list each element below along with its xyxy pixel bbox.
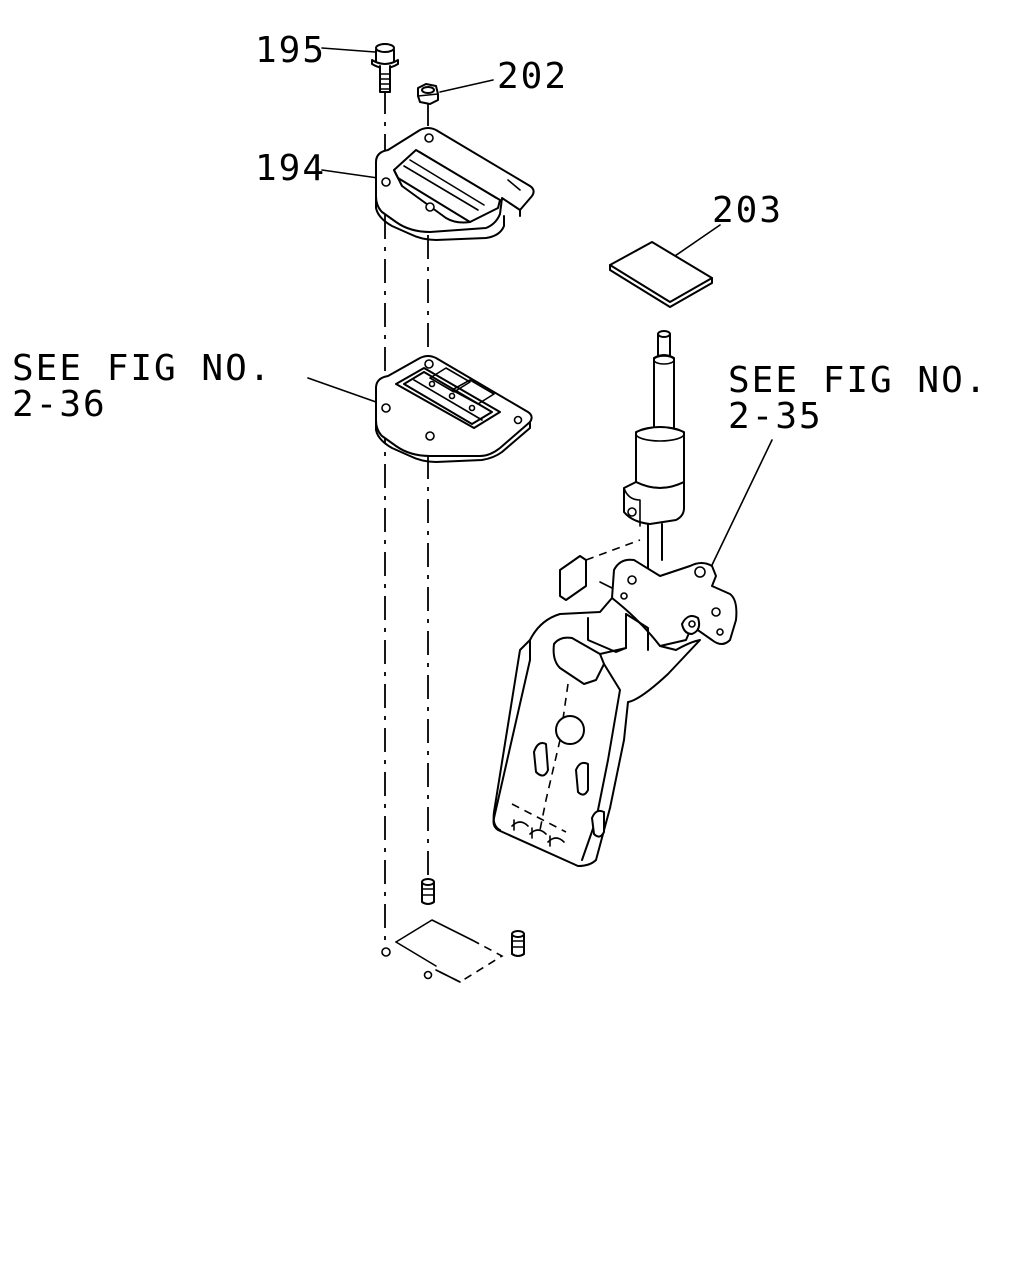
base-plate-outline — [381, 919, 504, 983]
label-194: 194 — [255, 148, 326, 189]
assembly-center-lines — [384, 90, 429, 950]
lever-arm — [492, 597, 701, 867]
label-195: 195 — [255, 30, 326, 71]
stud-side — [511, 930, 525, 957]
plate-fig-2-36 — [375, 355, 533, 463]
ref-right-line1: SEE FIG NO. — [728, 360, 988, 401]
ref-left-line1: SEE FIG NO. — [12, 348, 272, 389]
stud-upper — [421, 878, 435, 905]
nut-202 — [417, 83, 439, 105]
leader-203 — [671, 224, 721, 259]
label-202: 202 — [497, 56, 568, 97]
leader-195 — [321, 47, 376, 53]
ref-right-line2: 2-35 — [728, 396, 823, 437]
shift-lever-assembly — [492, 330, 738, 867]
leader-lines — [307, 47, 773, 566]
leader-202 — [439, 79, 494, 93]
leader-2-35 — [711, 439, 773, 566]
ref-left-line2: 2-36 — [12, 384, 107, 425]
leader-2-36 — [307, 377, 377, 403]
lower-hardware — [381, 878, 525, 983]
plate-194 — [375, 127, 535, 241]
lever-shaft — [623, 330, 685, 569]
label-203: 203 — [712, 190, 783, 231]
leader-194 — [321, 169, 379, 179]
bolt-195 — [371, 43, 399, 93]
pad-203 — [609, 241, 713, 308]
